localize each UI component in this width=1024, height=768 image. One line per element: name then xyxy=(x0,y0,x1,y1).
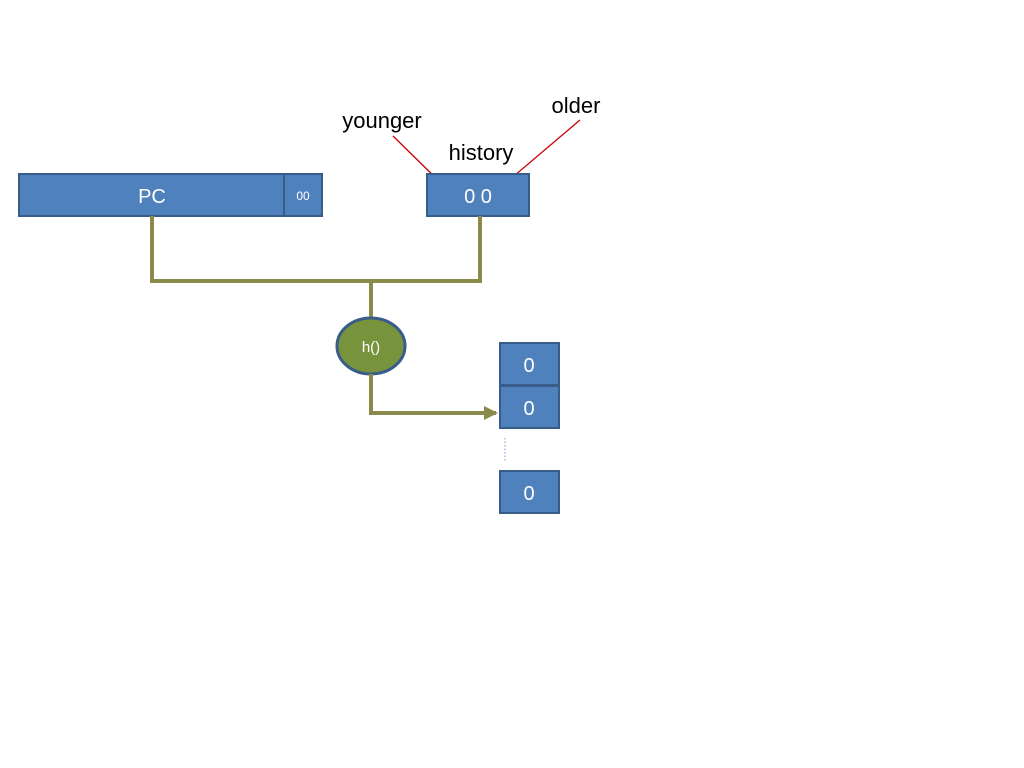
pc-wire xyxy=(150,216,371,283)
hash-output-wire xyxy=(369,374,498,420)
table-cell-value: 0 xyxy=(523,483,534,505)
pc-low-bits-box xyxy=(283,173,323,217)
younger-label: younger xyxy=(342,108,422,133)
older-label: older xyxy=(552,93,601,118)
history-box xyxy=(426,173,530,217)
table-cell-value: 0 xyxy=(523,398,534,420)
history-value: 0 0 xyxy=(464,186,492,208)
hash-function: h() xyxy=(335,316,407,376)
hash-label: h() xyxy=(362,339,380,356)
pc-register: PC 00 xyxy=(18,173,323,217)
table-cell-box xyxy=(499,385,560,429)
history-register: 0 0 xyxy=(426,173,530,217)
history-label: history xyxy=(449,140,514,165)
prediction-table: 0 0 0 xyxy=(499,342,560,514)
pc-low-bits-label: 00 xyxy=(296,189,310,203)
table-cell-box xyxy=(499,470,560,514)
table-cell-value: 0 xyxy=(523,355,534,377)
history-wire xyxy=(371,216,482,283)
pc-label: PC xyxy=(138,186,166,208)
